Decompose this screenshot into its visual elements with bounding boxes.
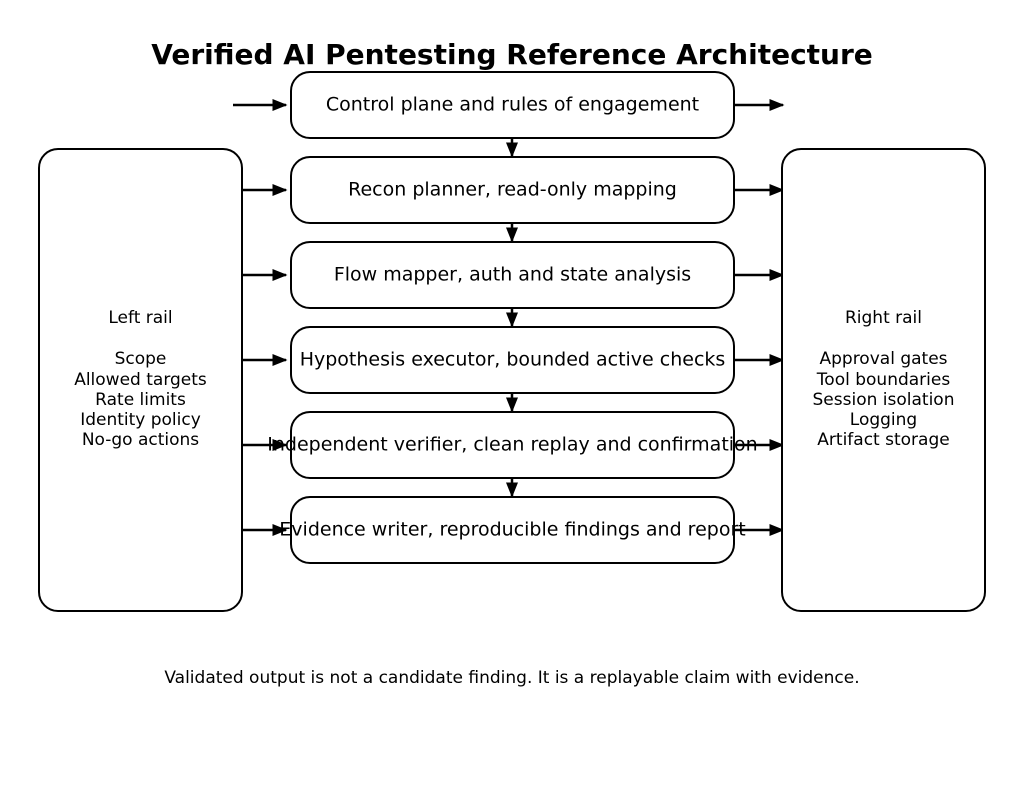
stage-label: Independent verifier, clean replay and c… — [267, 433, 758, 456]
left-rail-item: No-go actions — [81, 430, 200, 451]
left-rail-title: Left rail — [108, 308, 173, 328]
left-rail-item: Allowed targets — [74, 369, 207, 390]
right-rail-panel: Right rail Approval gates Tool boundarie… — [781, 148, 986, 612]
right-rail-item: Approval gates — [819, 349, 948, 370]
stage-label: Recon planner, read-only mapping — [348, 178, 677, 201]
left-rail-items: Scope Allowed targets Rate limits Identi… — [40, 349, 241, 450]
diagram-title: Verified AI Pentesting Reference Archite… — [151, 38, 873, 71]
left-rail-item: Scope — [114, 349, 167, 370]
right-rail-text: Right rail Approval gates Tool boundarie… — [783, 308, 984, 451]
stage-label: Flow mapper, auth and state analysis — [333, 263, 692, 286]
stage-label: Evidence writer, reproducible findings a… — [279, 518, 746, 541]
left-rail-text: Left rail Scope Allowed targets Rate lim… — [40, 308, 241, 451]
stage-box-hypothesis-executor: Hypothesis executor, bounded active chec… — [290, 326, 735, 394]
left-rail-item: Rate limits — [95, 389, 186, 410]
stage-label: Control plane and rules of engagement — [325, 93, 700, 116]
right-rail-title: Right rail — [844, 308, 923, 328]
right-rail-item: Artifact storage — [817, 430, 950, 451]
left-rail-panel: Left rail Scope Allowed targets Rate lim… — [38, 148, 243, 612]
left-rail-item: Identity policy — [80, 410, 201, 431]
stage-box-control-plane: Control plane and rules of engagement — [290, 71, 735, 139]
footer-caption: Validated output is not a candidate find… — [164, 668, 860, 688]
stage-box-evidence-writer: Evidence writer, reproducible findings a… — [279, 496, 746, 564]
right-rail-item: Session isolation — [812, 389, 955, 410]
stage-label: Hypothesis executor, bounded active chec… — [299, 348, 726, 371]
right-rail-items: Approval gates Tool boundaries Session i… — [783, 349, 984, 450]
right-rail-item: Tool boundaries — [816, 369, 951, 390]
stage-box-flow-mapper: Flow mapper, auth and state analysis — [290, 241, 735, 309]
stage-box-recon-planner: Recon planner, read-only mapping — [290, 156, 735, 224]
stage-box-independent-verifier: Independent verifier, clean replay and c… — [267, 411, 758, 479]
right-rail-item: Logging — [849, 410, 918, 431]
